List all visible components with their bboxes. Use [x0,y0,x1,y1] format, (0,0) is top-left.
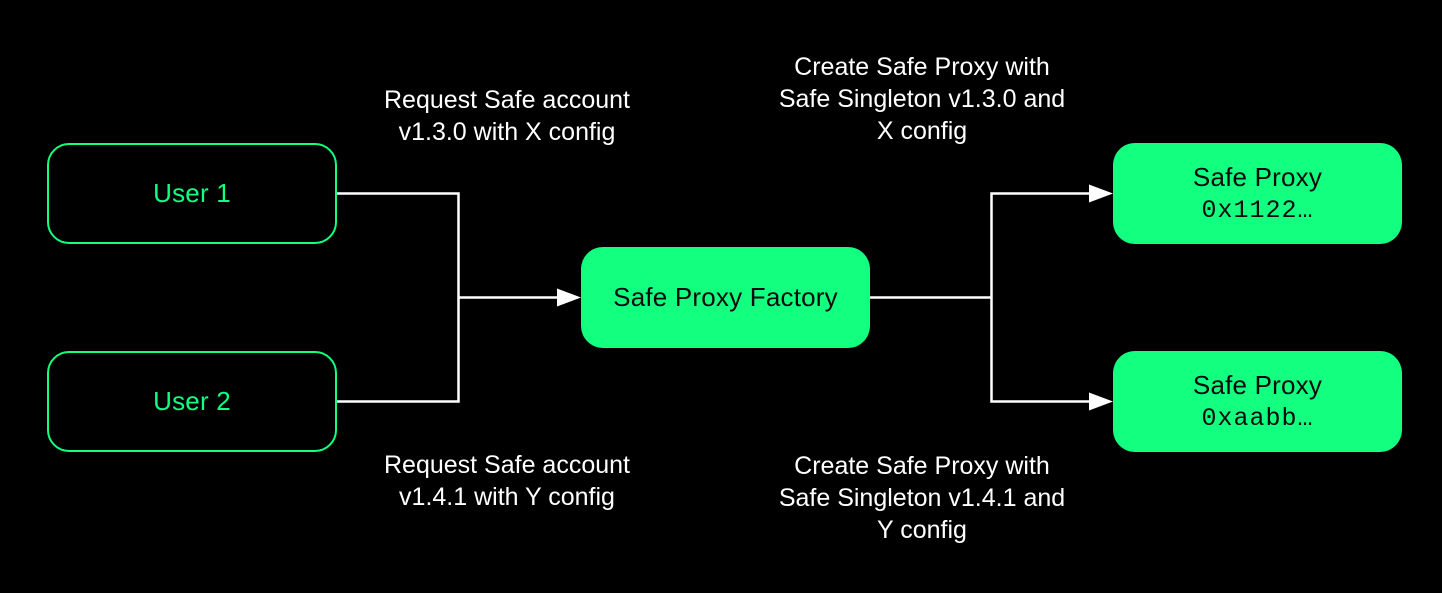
node-safe-proxy-1-title: Safe Proxy [1192,161,1323,192]
connector-users-merge [337,192,460,403]
arrowhead-factory [557,288,581,307]
node-user-2: User 2 [47,351,337,452]
annotation-create-v141: Create Safe Proxy with Safe Singleton v1… [778,452,1066,544]
annotation-create-v130: Create Safe Proxy with Safe Singleton v1… [778,53,1066,145]
node-safe-proxy-2-title: Safe Proxy [1192,369,1323,400]
node-user-1: User 1 [47,143,337,244]
annotation-request-v130: Request Safe account v1.3.0 with X confi… [384,86,630,146]
node-safe-proxy-2-address: 0xaabb… [1201,403,1314,433]
node-safe-proxy-factory-label: Safe Proxy Factory [613,282,838,312]
arrowhead-proxy2 [1089,392,1113,411]
annotation-request-v141: Request Safe account v1.4.1 with Y confi… [384,451,630,511]
node-safe-proxy-factory: Safe Proxy Factory [581,247,870,348]
connector-split-to-proxies [990,192,1090,403]
arrowhead-proxy1 [1089,184,1113,203]
node-safe-proxy-2: Safe Proxy 0xaabb… [1113,351,1402,452]
node-user-1-label: User 1 [153,178,231,208]
node-safe-proxy-1: Safe Proxy 0x1122… [1113,143,1402,244]
node-safe-proxy-1-address: 0x1122… [1201,195,1314,225]
node-user-2-label: User 2 [153,386,231,416]
